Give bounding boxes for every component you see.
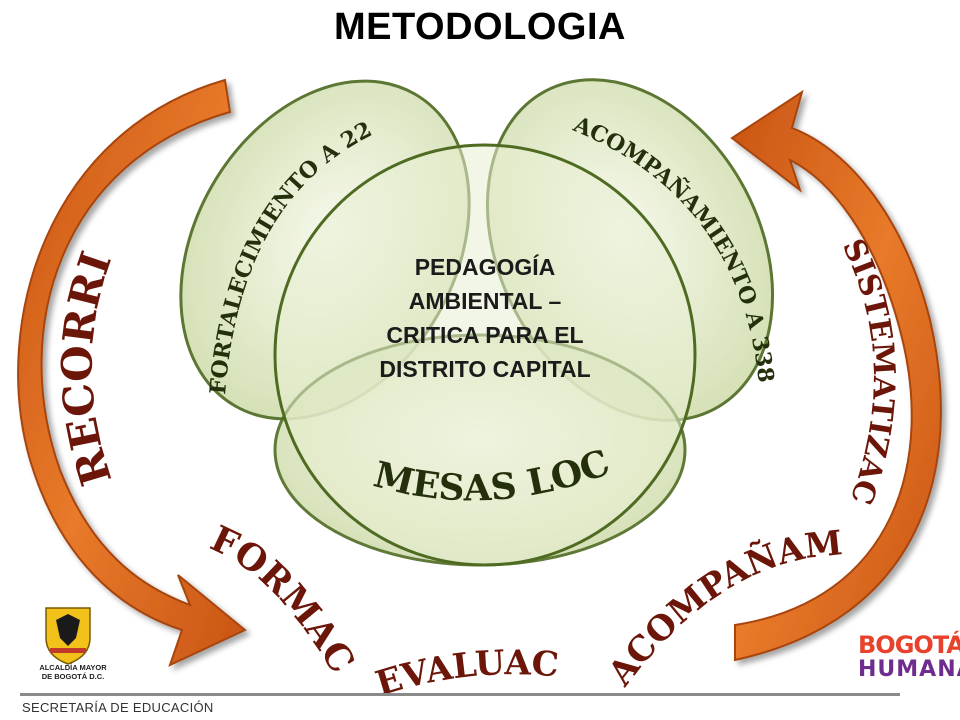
footer-label: SECRETARÍA DE EDUCACIÓN — [22, 700, 214, 715]
center-circle — [273, 143, 697, 567]
alcaldia-line-1: ALCALDÍA MAYOR — [39, 663, 107, 672]
cycle-arrow-right — [730, 89, 942, 662]
bogota-humana-logo: BOGOTÁ HUMANA — [858, 631, 960, 702]
page-title: METODOLOGIA — [334, 6, 626, 48]
alcaldia-line-2: DE BOGOTÁ D.C. — [41, 672, 105, 681]
alcaldia-logo: ALCALDÍA MAYOR DE BOGOTÁ D.C. — [28, 605, 118, 681]
center-text: PEDAGOGÍA AMBIENTAL – CRITICA PARA EL DI… — [340, 250, 630, 386]
footer-divider — [20, 693, 900, 696]
center-line-2: AMBIENTAL – — [408, 288, 562, 314]
bogota-humana-line-2: HUMANA — [858, 657, 960, 682]
center-line-1: PEDAGOGÍA — [414, 254, 556, 280]
center-line-3: CRITICA PARA EL — [386, 322, 584, 348]
bogota-humana-line-1: BOGOTÁ — [858, 631, 960, 659]
bogota-crest-icon — [45, 607, 91, 665]
cycle-arrow-left — [17, 78, 247, 667]
center-line-4: DISTRITO CAPITAL — [379, 356, 591, 382]
